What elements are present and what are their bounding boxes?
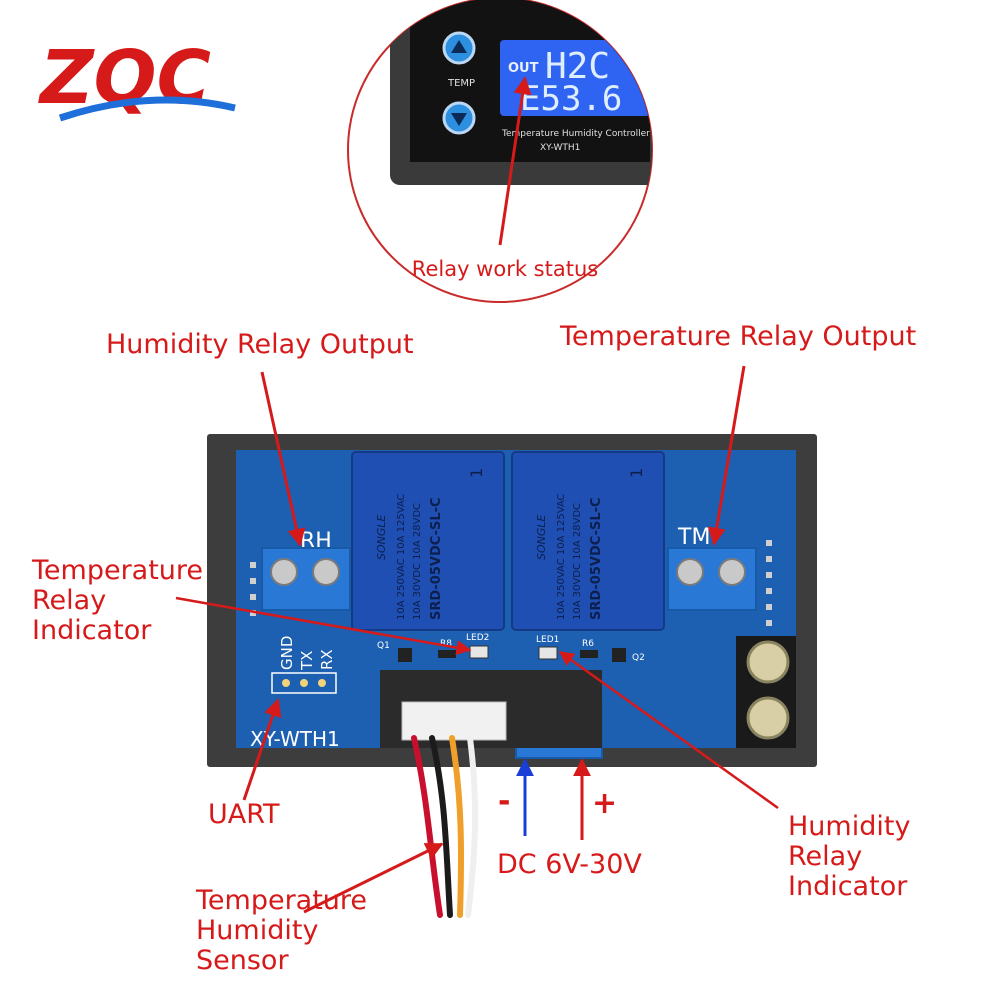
transistor-q1 — [398, 648, 412, 662]
relay-rating-text: 10A 30VDC 10A 28VDC — [572, 503, 583, 620]
lcd-line-1: H2C — [545, 46, 610, 87]
label-dc-voltage: DC 6V-30V — [497, 849, 642, 880]
relay-status-caption: Relay work status — [412, 257, 598, 281]
controller-board: SRD-05VDC-SL-C 10A 30VDC 10A 28VDC 10A 2… — [207, 434, 817, 767]
terminal-screw[interactable] — [718, 558, 746, 586]
relay-body — [351, 451, 505, 631]
uart-header — [271, 672, 337, 694]
sensor-connector — [401, 701, 507, 741]
relay-rating-text: 10A 250VAC 10A 125VAC — [396, 493, 407, 620]
arrow-sensor — [303, 842, 444, 914]
lcd-line-2: E53.6 — [520, 79, 622, 119]
panel-model: XY-WTH1 — [540, 143, 580, 153]
up-arrow-icon — [451, 40, 467, 53]
capacitor — [746, 640, 790, 684]
pin-header-right — [766, 540, 772, 626]
label-temperature-relay-output: Temperature Relay Output — [560, 321, 917, 352]
callout-arrows — [175, 365, 779, 914]
relay-number-text: 1 — [467, 468, 486, 478]
relay-brand-text: SONGLE — [375, 514, 388, 560]
uart-pin-tx: TX — [298, 651, 316, 671]
label-humidity-relay-output: Humidity Relay Output — [106, 329, 414, 360]
sensor-wires — [411, 735, 479, 918]
label-sensor: Temperature Humidity Sensor — [196, 885, 368, 976]
transistor-q2 — [612, 648, 626, 662]
relay-temperature: SRD-05VDC-SL-C 10A 30VDC 10A 28VDC 10A 2… — [511, 451, 665, 631]
relay-rating-text: 10A 30VDC 10A 28VDC — [412, 503, 423, 620]
terminal-block-rh — [261, 547, 351, 611]
display-inset: TEMP OUT H2C E53.6 Temperature Humidity … — [347, 0, 653, 303]
label-uart: UART — [208, 799, 280, 830]
relay-model-text: SRD-05VDC-SL-C — [429, 497, 444, 620]
led2 — [469, 645, 489, 659]
lcd-out-indicator: OUT — [508, 61, 539, 76]
uart-pad — [318, 679, 326, 687]
uart-pin-rx: RX — [318, 649, 336, 670]
terminal-screw[interactable] — [270, 558, 298, 586]
logo-text: ZQC — [38, 35, 211, 121]
label-minus: - — [498, 784, 511, 819]
resistor-r6 — [580, 650, 598, 658]
arrow-temperature-relay-indicator — [175, 596, 472, 656]
arrow-humidity-relay-output — [260, 371, 306, 547]
relay-brand-text: SONGLE — [535, 514, 548, 560]
label-humidity-relay-indicator: Humidity Relay Indicator — [788, 811, 911, 902]
terminal-block-tm — [667, 547, 757, 611]
led2-silkscreen: LED2 — [466, 633, 489, 643]
resistor-r8 — [438, 650, 456, 658]
terminal-screw[interactable] — [312, 558, 340, 586]
label-plus: + — [592, 786, 618, 821]
led1-silkscreen: LED1 — [536, 635, 559, 645]
logo-swoosh — [58, 96, 236, 122]
relay-humidity: SRD-05VDC-SL-C 10A 30VDC 10A 28VDC 10A 2… — [351, 451, 505, 631]
relay-body — [511, 451, 665, 631]
panel-title: Temperature Humidity Controller — [501, 129, 650, 139]
relay-model-text: SRD-05VDC-SL-C — [589, 497, 604, 620]
label-temperature-relay-indicator: Temperature Relay Indicator — [32, 555, 204, 646]
r6-silkscreen: R6 — [582, 639, 594, 649]
down-arrow-icon — [451, 113, 467, 126]
temp-button-label: TEMP — [447, 78, 475, 89]
capacitor — [746, 696, 790, 740]
arrow-humidity-relay-indicator — [558, 650, 779, 810]
tm-silkscreen: TM — [677, 525, 710, 550]
r8-silkscreen: R8 — [440, 639, 452, 649]
relay-number-text: 1 — [627, 468, 646, 478]
terminal-screw[interactable] — [676, 558, 704, 586]
relay-rating-text: 10A 250VAC 10A 125VAC — [556, 493, 567, 620]
brand-logo: ZQC — [38, 35, 236, 122]
relay-status-arrow — [498, 76, 532, 246]
uart-pad — [282, 679, 290, 687]
uart-pin-gnd: GND — [278, 636, 296, 670]
pin-header-left — [250, 562, 256, 616]
arrow-temperature-relay-output — [707, 365, 746, 546]
uart-pad — [300, 679, 308, 687]
lcd-screen — [500, 40, 650, 116]
arrow-uart — [242, 698, 282, 801]
q2-silkscreen: Q2 — [632, 653, 645, 663]
q1-silkscreen: Q1 — [377, 641, 390, 651]
led1 — [538, 646, 558, 660]
